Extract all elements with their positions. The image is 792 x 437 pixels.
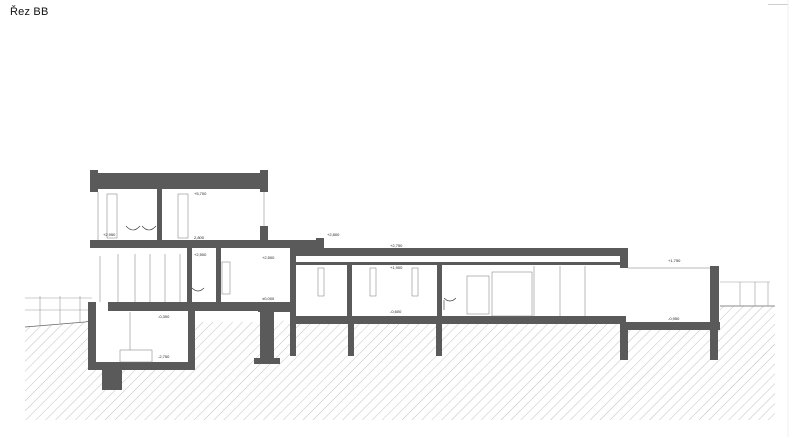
level-roof-mid: +2,750 (390, 243, 403, 248)
level-terrace: +2,800 (327, 232, 340, 237)
structure (88, 170, 720, 390)
level-roof: +5,700 (194, 191, 207, 196)
level-annotations: +5,700 +2,950 2,800 +2,800 +2,750 +2,500… (103, 191, 681, 359)
mid-void (295, 262, 625, 322)
level-upper-floor: 2,800 (194, 235, 205, 240)
level-basement-floor: -2,750 (158, 354, 170, 359)
level-ceil-3: +1,900 (390, 265, 403, 270)
sanitary-fixtures (125, 225, 457, 310)
drawing-title: Řez BB (10, 6, 49, 18)
right-void (628, 268, 714, 326)
level-ceil-2: +2,500 (262, 255, 275, 260)
sheet-corner-mark (768, 0, 788, 5)
left-fence (25, 296, 92, 326)
level-right-floor: -0,950 (668, 316, 680, 321)
level-basement-ceil: -0,300 (158, 314, 170, 319)
level-ground: ±0,000 (262, 296, 275, 301)
level-right-roof: +1,750 (668, 258, 681, 263)
right-fence (720, 281, 770, 306)
basement-void (95, 310, 190, 368)
ground-hatch (25, 306, 775, 420)
level-upper-left: +2,950 (103, 232, 116, 237)
interior-lines (97, 192, 710, 363)
level-mid-floor: -0,600 (390, 309, 402, 314)
level-ceil-1: +2,500 (194, 252, 207, 257)
